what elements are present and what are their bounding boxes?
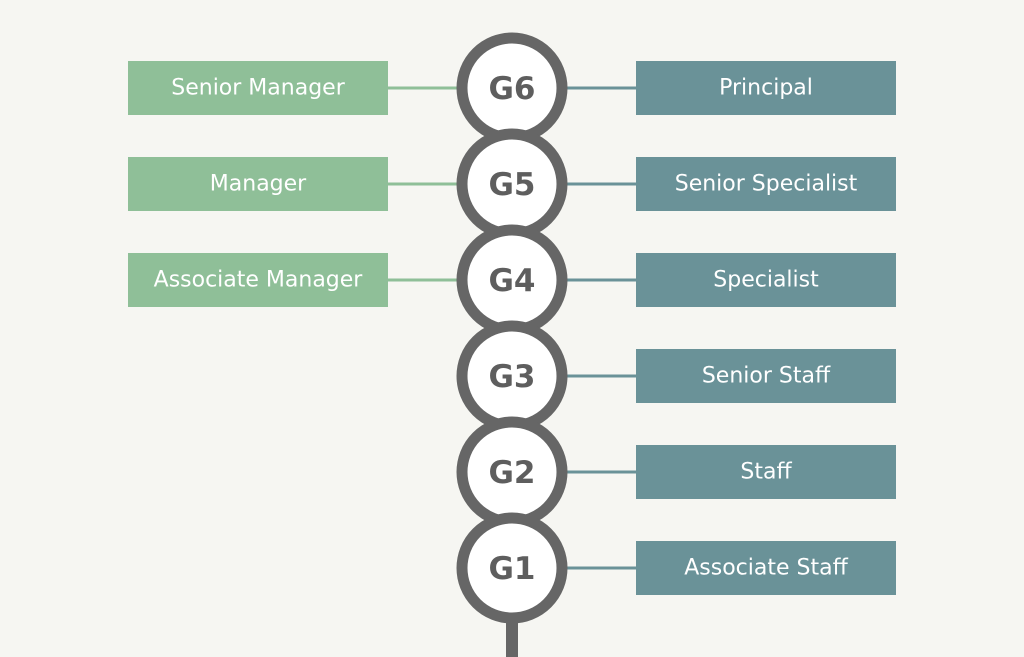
specialist-box-g6	[636, 61, 896, 115]
grade-label: G6	[488, 71, 535, 107]
grade-label: G1	[488, 551, 535, 587]
specialist-role-label: Principal	[719, 76, 813, 101]
specialist-box-g1	[636, 541, 896, 595]
specialist-role-label: Staff	[740, 460, 792, 485]
grade-label: G2	[488, 455, 535, 491]
grade-label: G4	[488, 263, 535, 299]
management-role-label: Manager	[210, 172, 307, 197]
specialist-box-g3	[636, 349, 896, 403]
management-role-label: Senior Manager	[171, 76, 345, 101]
management-box-g6	[128, 61, 388, 115]
grade-ring-g1	[456, 512, 568, 624]
management-box-g4	[128, 253, 388, 307]
management-role-label: Associate Manager	[154, 268, 364, 293]
management-box-g5	[128, 157, 388, 211]
grade-label: G3	[488, 359, 535, 395]
specialist-box-g4	[636, 253, 896, 307]
specialist-role-label: Senior Specialist	[675, 172, 858, 197]
specialist-box-g5	[636, 157, 896, 211]
specialist-role-label: Senior Staff	[702, 364, 831, 389]
specialist-role-label: Specialist	[713, 268, 819, 293]
grade-label: G5	[488, 167, 535, 203]
specialist-box-g2	[636, 445, 896, 499]
connectors-layer	[388, 86, 636, 570]
specialist-role-label: Associate Staff	[684, 556, 848, 581]
